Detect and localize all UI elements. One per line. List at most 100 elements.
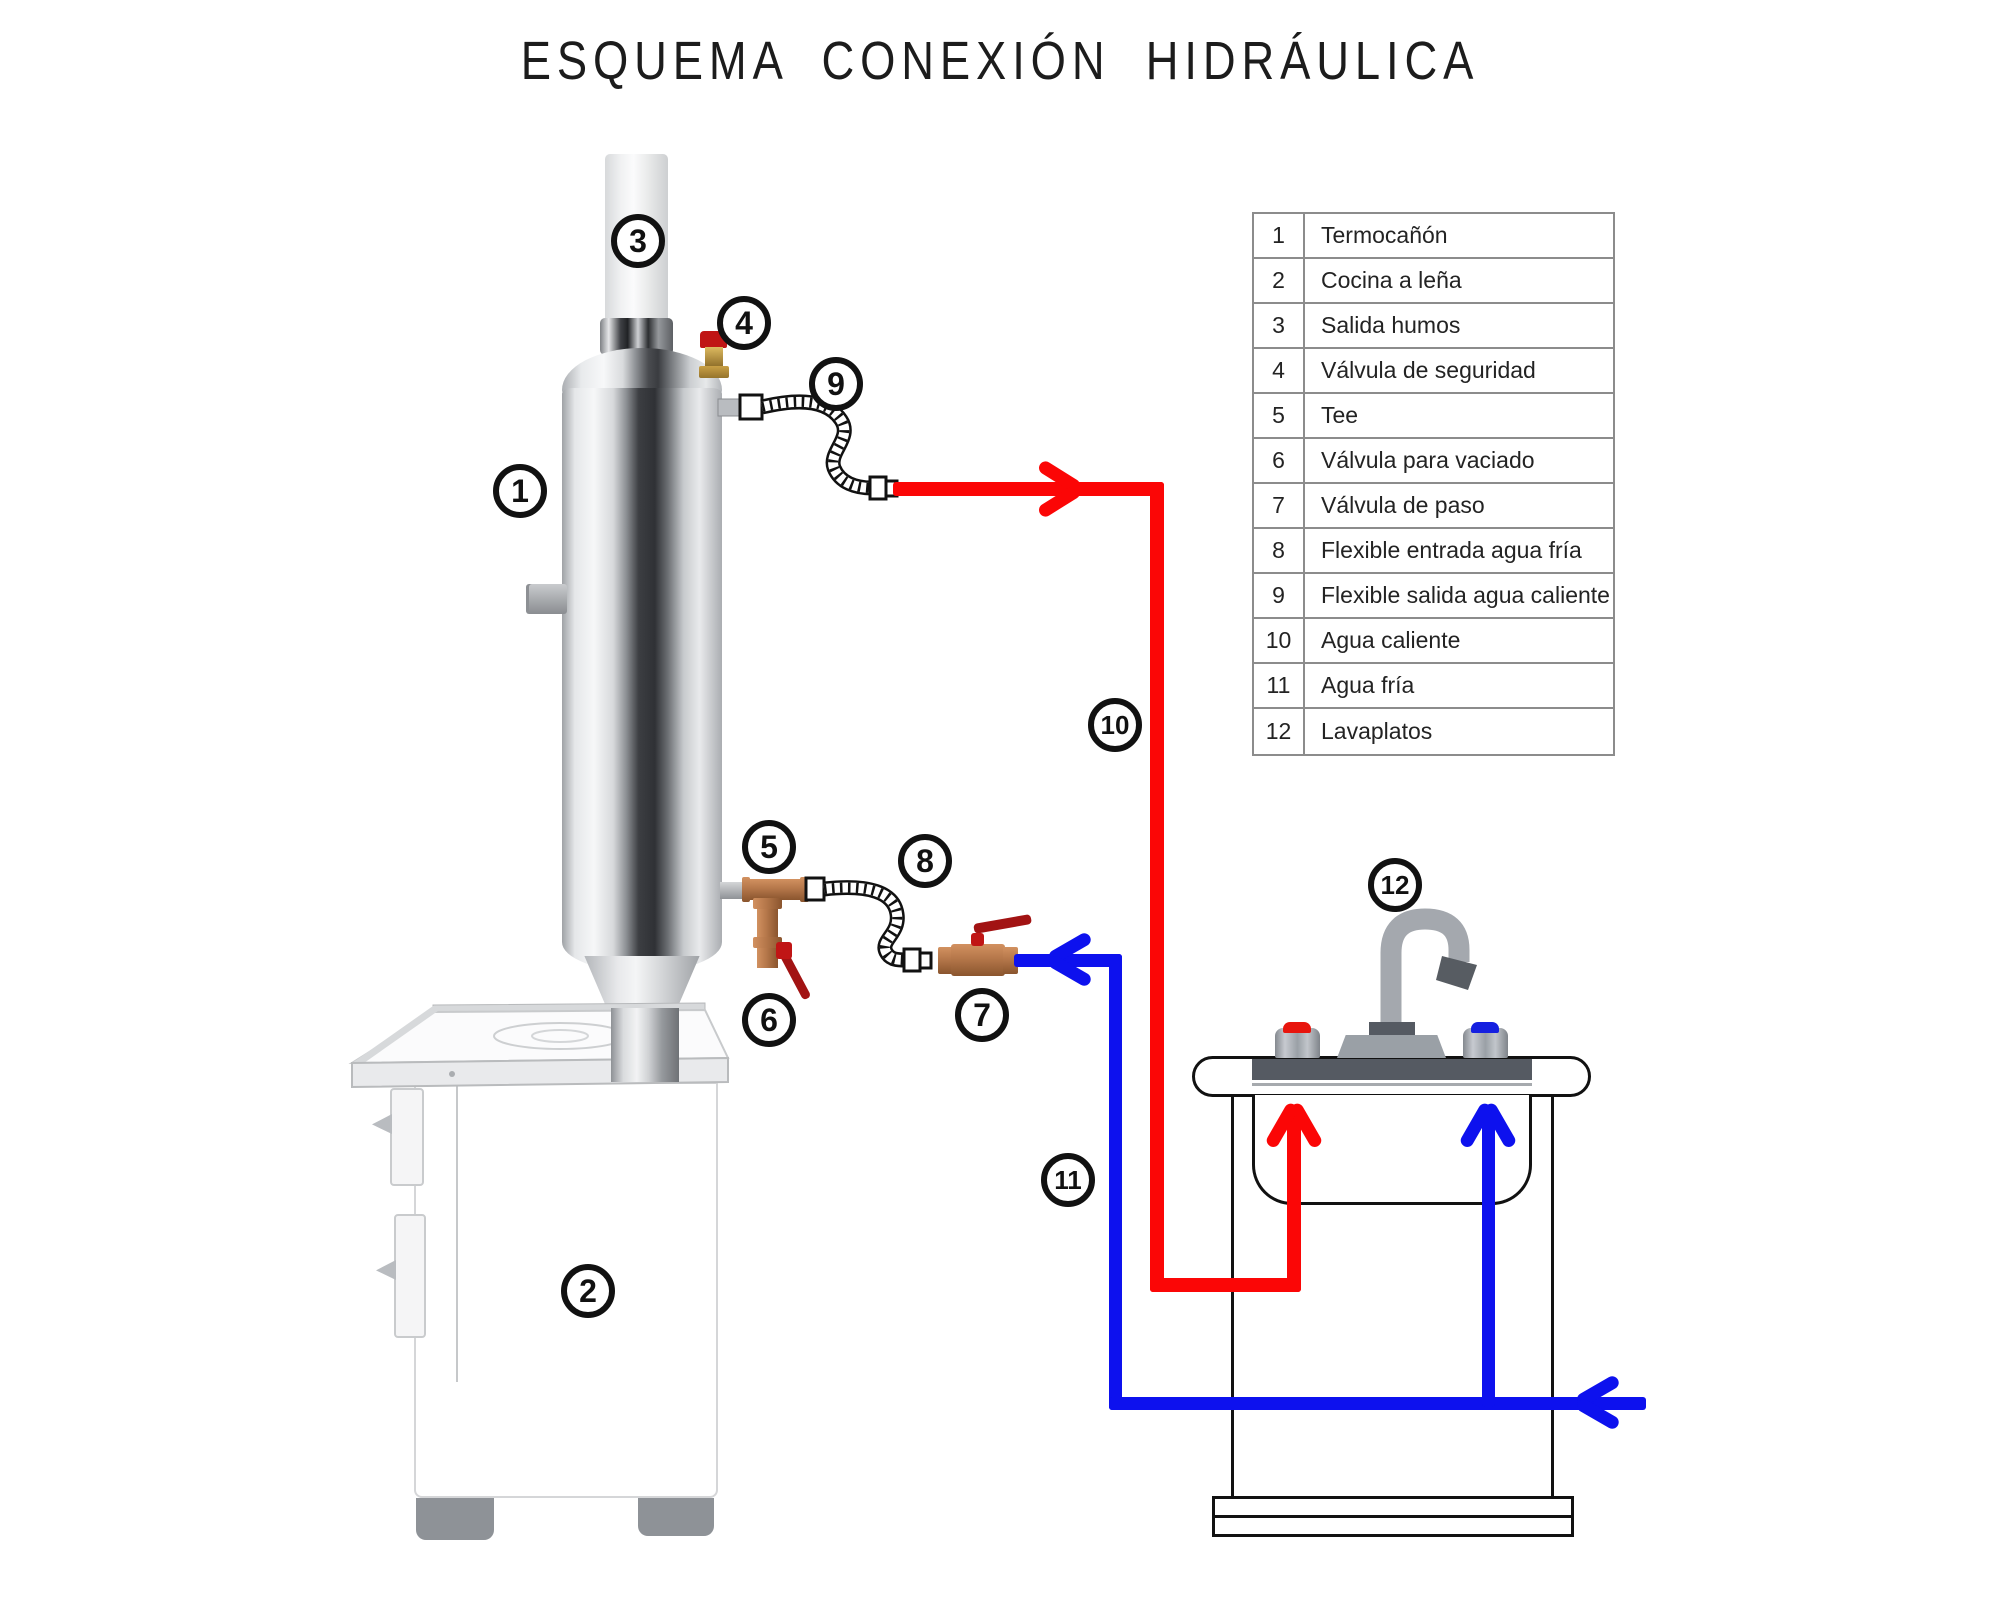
cold-pipe-bottom-run — [1109, 1397, 1646, 1410]
legend-row: 3 Salida humos — [1254, 304, 1613, 349]
legend-row: 10 Agua caliente — [1254, 619, 1613, 664]
pass-valve-nut-right — [1003, 947, 1018, 974]
legend-item-label: Cocina a leña — [1321, 267, 1462, 293]
slab-screw-left — [449, 1071, 455, 1077]
hot-pipe-top-run — [893, 482, 1164, 496]
hot-pipe-down-run — [1150, 482, 1164, 1292]
callout-1: 1 — [493, 464, 547, 518]
stove-front-seam — [456, 1082, 458, 1382]
tank-tee-fitting — [720, 882, 746, 899]
tee-cap-left — [742, 877, 750, 902]
legend-item-label: Lavaplatos — [1321, 718, 1433, 744]
legend-row: 1 Termocañón — [1254, 214, 1613, 259]
hotplate-ring-outer — [493, 1022, 627, 1050]
hose8-tail — [918, 951, 933, 970]
legend-row: 8 Flexible entrada agua fría — [1254, 529, 1613, 574]
legend-row: 6 Válvula para vaciado — [1254, 439, 1613, 484]
callout-2: 2 — [561, 1264, 615, 1318]
callout-10: 10 — [1088, 698, 1142, 752]
legend-item-number: 7 — [1254, 484, 1305, 527]
cold-knob-cap — [1471, 1022, 1499, 1033]
flex-hose-9 — [760, 394, 873, 496]
callout-9: 9 — [809, 357, 863, 411]
tank-stove-connector — [611, 1008, 679, 1082]
legend-item-number: 3 — [1254, 304, 1305, 347]
callout-12: 12 — [1368, 858, 1422, 912]
callout-3: 3 — [611, 214, 665, 268]
legend-item-number: 11 — [1254, 664, 1305, 707]
callout-11: 11 — [1041, 1153, 1095, 1207]
sink-rim-shadow — [1252, 1083, 1532, 1086]
legend-item-label: Válvula para vaciado — [1321, 447, 1535, 473]
page-title: ESQUEMA CONEXIÓN HIDRÁULICA — [520, 31, 1480, 91]
legend-row: 7 Válvula de paso — [1254, 484, 1613, 529]
legend-row: 11 Agua fría — [1254, 664, 1613, 709]
cabinet-side-left — [1231, 1095, 1234, 1498]
tee-cap-right — [800, 877, 809, 902]
pass-valve-stem — [971, 933, 984, 946]
safety-valve-nut — [699, 366, 729, 378]
callout-7: 7 — [955, 988, 1009, 1042]
legend-item-number: 4 — [1254, 349, 1305, 392]
stove-top-left-trim — [352, 1006, 445, 1063]
sink-rim — [1252, 1059, 1532, 1080]
faucet-spout-tip — [1436, 956, 1477, 990]
legend-table: 1 Termocañón 2 Cocina a leña 3 Salida hu… — [1252, 212, 1615, 756]
pass-valve-body — [951, 944, 1005, 976]
stove-leg-left — [416, 1498, 494, 1540]
legend-item-label: Agua fría — [1321, 672, 1415, 698]
legend-item-number: 1 — [1254, 214, 1305, 257]
hot-pipe-bottom-run — [1150, 1278, 1301, 1292]
legend-item-number: 12 — [1254, 709, 1305, 754]
legend-item-number: 8 — [1254, 529, 1305, 572]
legend-item-label: Tee — [1321, 402, 1359, 428]
faucet-base — [1337, 1035, 1446, 1058]
tee-coupling-lower — [753, 937, 782, 948]
hot-knob-cap — [1283, 1022, 1311, 1033]
pass-valve-nut-left — [938, 947, 953, 974]
tank-side-stub — [529, 584, 567, 614]
legend-row: 5 Tee — [1254, 394, 1613, 439]
cold-pipe-down-run — [1109, 954, 1122, 1410]
legend-item-label: Termocañón — [1321, 222, 1448, 248]
callout-6: 6 — [742, 993, 796, 1047]
stove-lower-door — [394, 1214, 426, 1338]
cold-knob — [1463, 1028, 1508, 1058]
hose8-nut-end — [902, 947, 922, 973]
tee-coupling-upper — [753, 898, 782, 909]
hose9-nut-start — [738, 393, 764, 421]
lower-door-handle — [376, 1260, 396, 1280]
hot-knob — [1275, 1028, 1320, 1058]
upper-door-handle — [372, 1114, 392, 1134]
legend-item-label: Válvula de paso — [1321, 492, 1485, 518]
legend-item-number: 5 — [1254, 394, 1305, 437]
stove-upper-door — [390, 1088, 424, 1186]
pass-valve-lever — [973, 914, 1032, 934]
callout-4: 4 — [717, 296, 771, 350]
legend-item-number: 6 — [1254, 439, 1305, 482]
cold-pipe-sink-riser — [1482, 1112, 1495, 1407]
legend-item-number: 9 — [1254, 574, 1305, 617]
legend-row: 4 Válvula de seguridad — [1254, 349, 1613, 394]
legend-row: 2 Cocina a leña — [1254, 259, 1613, 304]
hot-pipe-sink-riser — [1287, 1112, 1301, 1292]
cabinet-plinth-line — [1215, 1515, 1571, 1518]
tank-cone — [584, 956, 700, 1012]
safety-valve-body — [705, 347, 723, 368]
cold-pipe-valve-run — [1014, 954, 1122, 967]
legend-item-number: 2 — [1254, 259, 1305, 302]
legend-item-label: Flexible entrada agua fría — [1321, 537, 1582, 563]
tee-horizontal — [744, 879, 808, 900]
cabinet-side-right — [1551, 1095, 1554, 1498]
legend-item-label: Válvula de seguridad — [1321, 357, 1536, 383]
legend-item-label: Salida humos — [1321, 312, 1461, 338]
drain-valve-body — [776, 942, 792, 959]
hose9-nut-end — [868, 475, 888, 501]
water-heater-tank — [562, 388, 722, 972]
hotplate-ring-inner — [531, 1029, 589, 1043]
legend-row: 12 Lavaplatos — [1254, 709, 1613, 754]
flex-hose-8 — [823, 880, 907, 968]
